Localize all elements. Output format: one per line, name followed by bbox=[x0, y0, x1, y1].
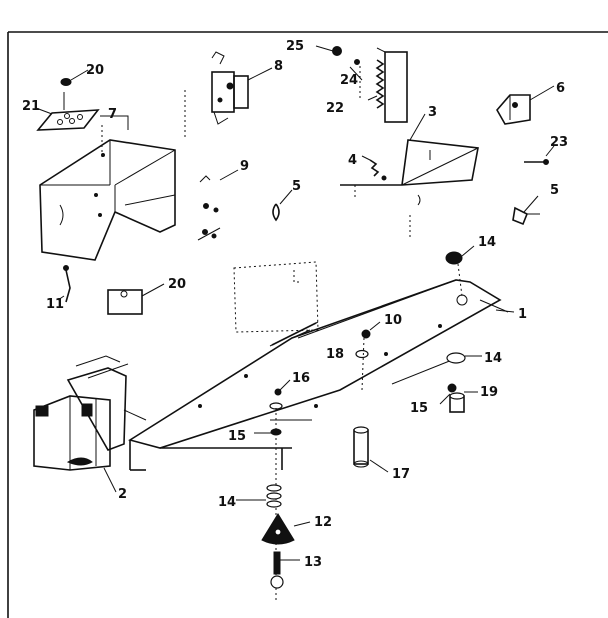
part-clip-small bbox=[272, 189, 540, 226]
part-plate bbox=[36, 92, 100, 131]
callout-3: 3 bbox=[428, 105, 437, 120]
callout-13: 13 bbox=[304, 555, 322, 570]
part-clip bbox=[496, 85, 555, 125]
callout-15-left: 15 bbox=[228, 429, 246, 444]
part-bracket-box bbox=[39, 90, 186, 261]
callout-20-top: 20 bbox=[86, 63, 104, 78]
callout-25: 25 bbox=[286, 39, 304, 54]
part-pin bbox=[524, 145, 555, 165]
part-shelf-panel bbox=[340, 113, 479, 240]
callout-24: 24 bbox=[340, 73, 358, 88]
callout-14-bottom: 14 bbox=[218, 495, 236, 510]
callout-21: 21 bbox=[22, 99, 40, 114]
part-sleeve bbox=[353, 426, 389, 473]
callout-20-lower: 20 bbox=[168, 277, 186, 292]
callout-10: 10 bbox=[384, 313, 402, 328]
callout-5-center: 5 bbox=[292, 179, 301, 194]
part-wire bbox=[63, 265, 71, 303]
callout-15-right: 15 bbox=[410, 401, 428, 416]
part-small-spring bbox=[361, 155, 387, 181]
callout-9: 9 bbox=[240, 159, 249, 174]
part-knob-top bbox=[445, 245, 475, 306]
callout-8: 8 bbox=[274, 59, 283, 74]
callout-12: 12 bbox=[314, 515, 332, 530]
callout-14-top: 14 bbox=[478, 235, 496, 250]
part-transformer bbox=[33, 355, 147, 493]
part-control-panel bbox=[233, 261, 319, 347]
part-base-plate bbox=[128, 279, 509, 471]
callout-22: 22 bbox=[326, 101, 344, 116]
callout-7: 7 bbox=[108, 107, 117, 122]
part-screw-washer bbox=[355, 321, 381, 391]
callout-19: 19 bbox=[480, 385, 498, 400]
callout-4: 4 bbox=[348, 153, 357, 168]
callout-17: 17 bbox=[392, 467, 410, 482]
part-screw-set bbox=[197, 169, 239, 241]
page-frame bbox=[7, 31, 608, 618]
callout-16: 16 bbox=[292, 371, 310, 386]
callout-5-right: 5 bbox=[550, 183, 559, 198]
callout-6: 6 bbox=[556, 81, 565, 96]
callout-14-right: 14 bbox=[484, 351, 502, 366]
callout-1: 1 bbox=[518, 307, 527, 322]
part-right-assembly bbox=[439, 352, 482, 413]
callout-18: 18 bbox=[326, 347, 344, 362]
callout-23: 23 bbox=[550, 135, 568, 150]
part-receptacle bbox=[107, 283, 165, 315]
part-screw-upper bbox=[60, 69, 89, 86]
part-spring-assembly bbox=[315, 45, 408, 123]
callout-2: 2 bbox=[118, 487, 127, 502]
part-switch-bracket bbox=[211, 51, 273, 125]
callout-labels: 20 21 7 8 25 24 22 3 6 4 9 5 23 5 14 11 … bbox=[22, 39, 568, 570]
part-vertical-stack bbox=[236, 379, 311, 600]
leader-lines bbox=[35, 107, 515, 313]
callout-11: 11 bbox=[46, 297, 64, 312]
